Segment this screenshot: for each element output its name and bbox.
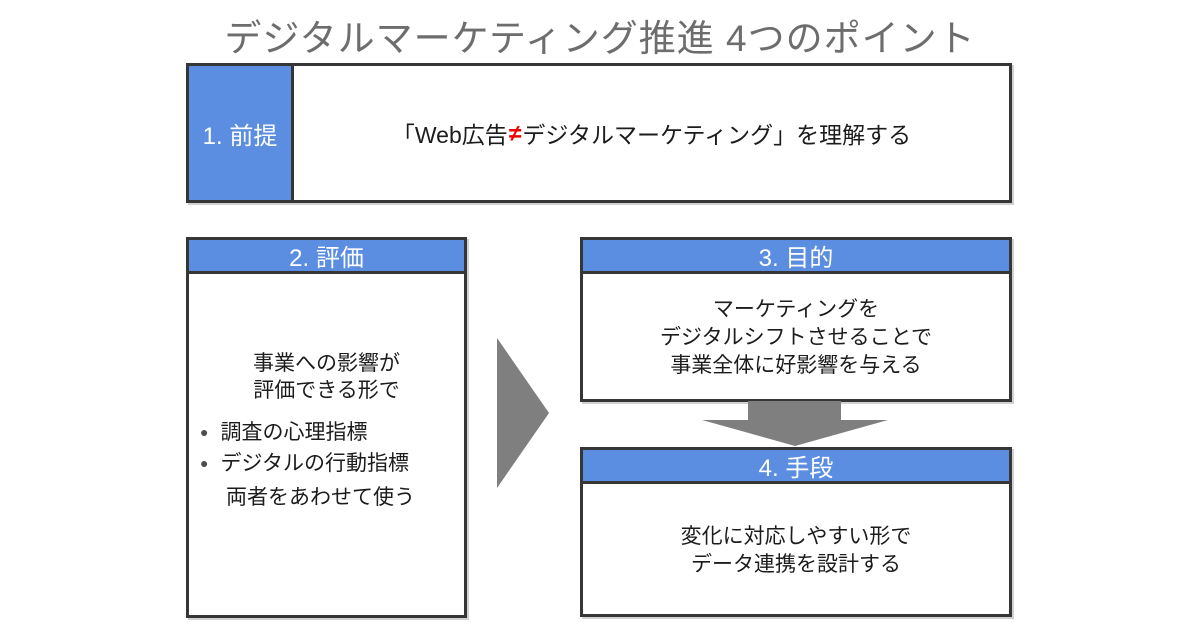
bullet-icon: ● [200,424,209,440]
right-arrow-icon [497,338,549,488]
purpose-body: マーケティングを デジタルシフトさせることで 事業全体に好影響を与える [583,277,1009,399]
list-item: ● デジタルの行動指標 [200,448,464,479]
evaluation-bullet-text: 調査の心理指標 [220,421,368,444]
evaluation-intro: 事業への影響が 評価できる形で [189,350,464,404]
bullet-icon: ● [200,455,209,471]
list-item: ● 調査の心理指標 [200,417,464,448]
evaluation-bullet-list: ● 調査の心理指標 ● デジタルの行動指標 [189,417,464,479]
premise-statement-prefix: 「Web広告 [391,122,508,148]
panel-means-header: 4. 手段 [583,450,1009,484]
panel-purpose-header: 3. 目的 [583,240,1009,274]
panel-premise: 1. 前提 「Web広告≠デジタルマーケティング」を理解する [186,63,1012,203]
premise-statement-suffix: デジタルマーケティング」を理解する [522,122,912,148]
panel-premise-label: 1. 前提 [189,66,294,200]
page-title: デジタルマーケティング推進 4つのポイント [224,18,976,59]
panel-evaluation: 2. 評価 事業への影響が 評価できる形で ● 調査の心理指標 ● デジタルの行… [186,237,467,618]
not-equal-sign: ≠ [508,119,522,146]
down-arrow-icon [702,401,888,446]
purpose-line: マーケティングを [712,298,880,321]
evaluation-bullet-text: デジタルの行動指標 [220,452,410,475]
panel-purpose: 3. 目的 マーケティングを デジタルシフトさせることで 事業全体に好影響を与え… [580,237,1012,402]
panel-premise-statement: 「Web広告≠デジタルマーケティング」を理解する [294,66,1009,200]
evaluation-intro-line: 評価できる形で [253,379,400,402]
evaluation-intro-line: 事業への影響が [253,352,400,375]
means-body: 変化に対応しやすい形で データ連携を設計する [583,487,1009,614]
panel-means: 4. 手段 変化に対応しやすい形で データ連携を設計する [580,447,1012,617]
means-line: データ連携を設計する [691,552,901,576]
purpose-line: デジタルシフトさせることで [660,326,932,349]
means-line: 変化に対応しやすい形で [680,524,912,548]
panel-evaluation-header: 2. 評価 [189,240,464,274]
purpose-line: 事業全体に好影響を与える [670,354,922,377]
evaluation-footer: 両者をあわせて使う [226,486,415,509]
